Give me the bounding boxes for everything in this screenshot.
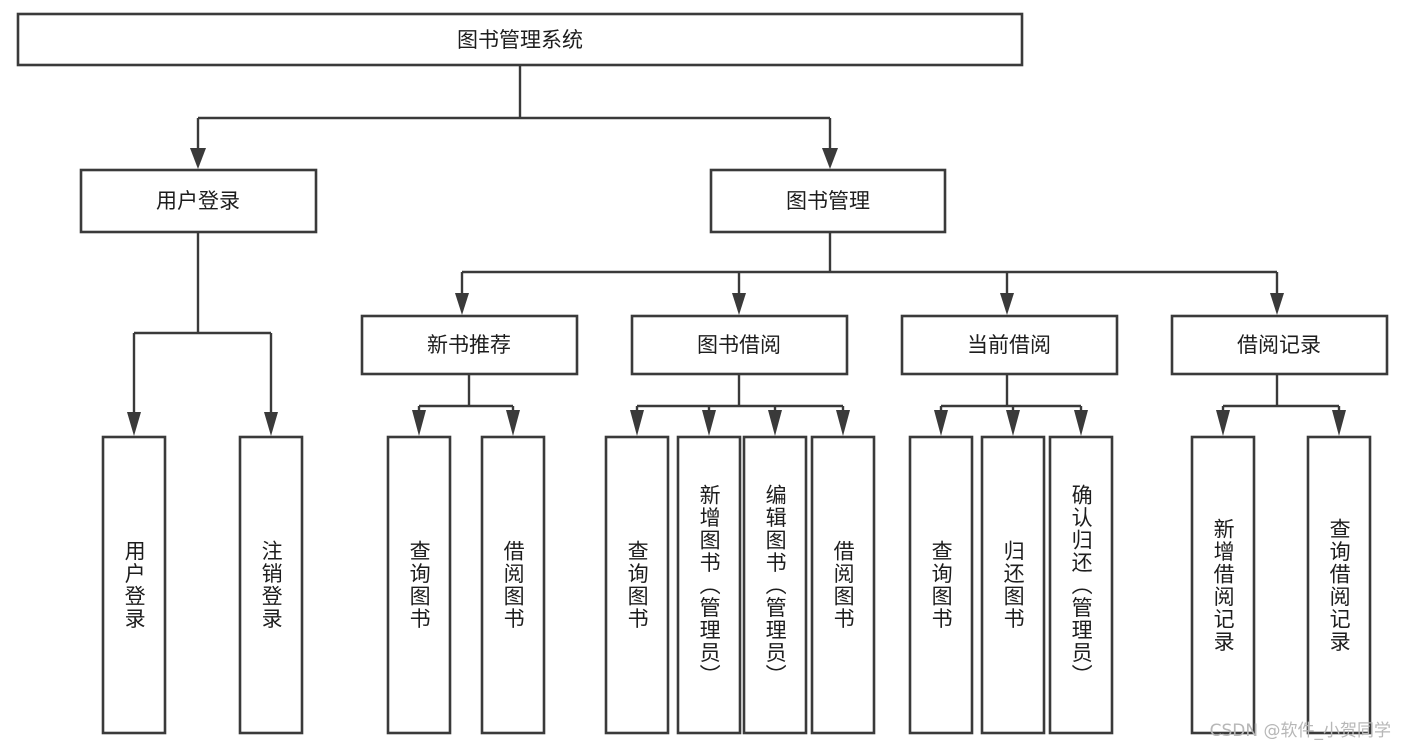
node-leaf-query-record[interactable]: 查询借阅记录 (1308, 437, 1370, 733)
node-leaf-edit-book-label: 编辑图书（管理员） (763, 483, 788, 687)
arrow-leaf-confirm-return (1074, 410, 1088, 436)
node-leaf-add-record-label: 新增借阅记录 (1211, 517, 1236, 653)
node-leaf-logout[interactable]: 注销登录 (240, 437, 302, 733)
arrow-borrow-record (1270, 293, 1284, 315)
node-borrow-record-box[interactable] (1170, 314, 1389, 376)
node-book-borrow-label: 图书借阅 (697, 333, 781, 357)
node-borrow-record-label: 借阅记录 (1237, 333, 1321, 357)
node-new-book-rec-box[interactable] (360, 314, 579, 376)
arrow-current-borrow (1000, 293, 1014, 315)
node-leaf-add-book-label: 新增图书（管理员） (697, 483, 722, 687)
node-leaf-borrow-book-1-label: 借阅图书 (501, 540, 526, 630)
node-new-book-rec-label: 新书推荐 (427, 333, 511, 357)
node-leaf-query-book-1-box[interactable] (386, 435, 452, 735)
node-leaf-user-login-box[interactable] (101, 435, 167, 735)
node-leaf-borrow-book-2-box[interactable] (810, 435, 876, 735)
arrow-leaf-return-book (1006, 410, 1020, 436)
node-book-manage-box[interactable] (709, 168, 947, 234)
node-leaf-user-login[interactable]: 用户登录 (103, 437, 165, 733)
arrow-leaf-query-record (1332, 410, 1346, 436)
node-leaf-add-record[interactable]: 新增借阅记录 (1192, 437, 1254, 733)
node-root[interactable]: 图书管理系统 (16, 12, 1024, 67)
arrow-new-book-rec (455, 293, 469, 315)
node-leaf-return-book-box[interactable] (980, 435, 1046, 735)
arrow-leaf-query-book-1 (412, 410, 426, 436)
connector-book-borrow-to-leaves (630, 374, 850, 436)
node-leaf-user-login-label: 用户登录 (122, 540, 147, 630)
node-leaf-query-book-2[interactable]: 查询图书 (606, 437, 668, 733)
node-leaf-query-book-3[interactable]: 查询图书 (910, 437, 972, 733)
node-leaf-return-book[interactable]: 归还图书 (982, 437, 1044, 733)
node-leaf-query-book-2-label: 查询图书 (625, 540, 650, 630)
arrow-leaf-logout (264, 412, 278, 436)
csdn-watermark: CSDN @软件_小贺同学 (1209, 721, 1391, 741)
arrow-leaf-add-book (702, 410, 716, 436)
connector-new-book-rec-to-leaves (412, 374, 520, 436)
node-leaf-confirm-return-box[interactable] (1048, 435, 1114, 735)
node-leaf-borrow-book-2-label: 借阅图书 (831, 540, 856, 630)
node-leaf-query-book-1[interactable]: 查询图书 (388, 437, 450, 733)
connector-book-manage-to-level3 (455, 232, 1284, 315)
node-leaf-edit-book-box[interactable] (742, 435, 808, 735)
node-leaf-logout-label: 注销登录 (259, 540, 284, 630)
node-leaf-borrow-book-1[interactable]: 借阅图书 (482, 437, 544, 733)
node-user-login-label: 用户登录 (156, 189, 240, 213)
connector-borrow-record-to-leaves (1216, 374, 1346, 436)
connector-root-to-level2 (190, 65, 838, 169)
node-leaf-query-book-2-box[interactable] (604, 435, 670, 735)
node-leaf-query-record-label: 查询借阅记录 (1327, 517, 1352, 653)
node-book-borrow[interactable]: 图书借阅 (630, 314, 849, 376)
arrow-leaf-query-book-2 (630, 410, 644, 436)
node-leaf-query-book-3-box[interactable] (908, 435, 974, 735)
node-leaf-query-book-1-label: 查询图书 (407, 540, 432, 630)
arrow-user-login (190, 148, 206, 169)
node-root-box[interactable] (16, 12, 1024, 67)
node-leaf-query-book-3-label: 查询图书 (929, 540, 954, 630)
connector-current-borrow-to-leaves (934, 374, 1088, 436)
node-current-borrow[interactable]: 当前借阅 (900, 314, 1119, 376)
node-leaf-query-record-box[interactable] (1306, 435, 1372, 735)
connector-user-login-to-leaves (127, 232, 278, 436)
node-user-login-box[interactable] (79, 168, 318, 234)
node-leaf-borrow-book-2[interactable]: 借阅图书 (812, 437, 874, 733)
node-leaf-logout-box[interactable] (238, 435, 304, 735)
node-current-borrow-box[interactable] (900, 314, 1119, 376)
arrow-leaf-user-login (127, 412, 141, 436)
node-leaf-borrow-book-1-box[interactable] (480, 435, 546, 735)
node-leaf-add-book[interactable]: 新增图书（管理员） (678, 437, 740, 733)
node-leaf-return-book-label: 归还图书 (1001, 540, 1026, 630)
node-book-manage-label: 图书管理 (786, 189, 870, 213)
arrow-leaf-query-book-3 (934, 410, 948, 436)
node-book-manage[interactable]: 图书管理 (709, 168, 947, 234)
node-leaf-edit-book[interactable]: 编辑图书（管理员） (744, 437, 806, 733)
node-book-borrow-box[interactable] (630, 314, 849, 376)
arrow-leaf-borrow-book-2 (836, 410, 850, 436)
node-leaf-confirm-return[interactable]: 确认归还（管理员） (1050, 437, 1112, 733)
node-leaf-confirm-return-label: 确认归还（管理员） (1069, 483, 1094, 687)
node-user-login[interactable]: 用户登录 (79, 168, 318, 234)
arrow-book-borrow (732, 293, 746, 315)
node-leaf-add-record-box[interactable] (1190, 435, 1256, 735)
node-leaf-add-book-box[interactable] (676, 435, 742, 735)
arrow-leaf-borrow-book-1 (506, 410, 520, 436)
arrow-leaf-edit-book (768, 410, 782, 436)
node-borrow-record[interactable]: 借阅记录 (1170, 314, 1389, 376)
node-current-borrow-label: 当前借阅 (967, 333, 1051, 357)
node-new-book-rec[interactable]: 新书推荐 (360, 314, 579, 376)
arrow-leaf-add-record (1216, 410, 1230, 436)
arrow-book-manage (822, 148, 838, 169)
node-root-label: 图书管理系统 (457, 28, 583, 52)
